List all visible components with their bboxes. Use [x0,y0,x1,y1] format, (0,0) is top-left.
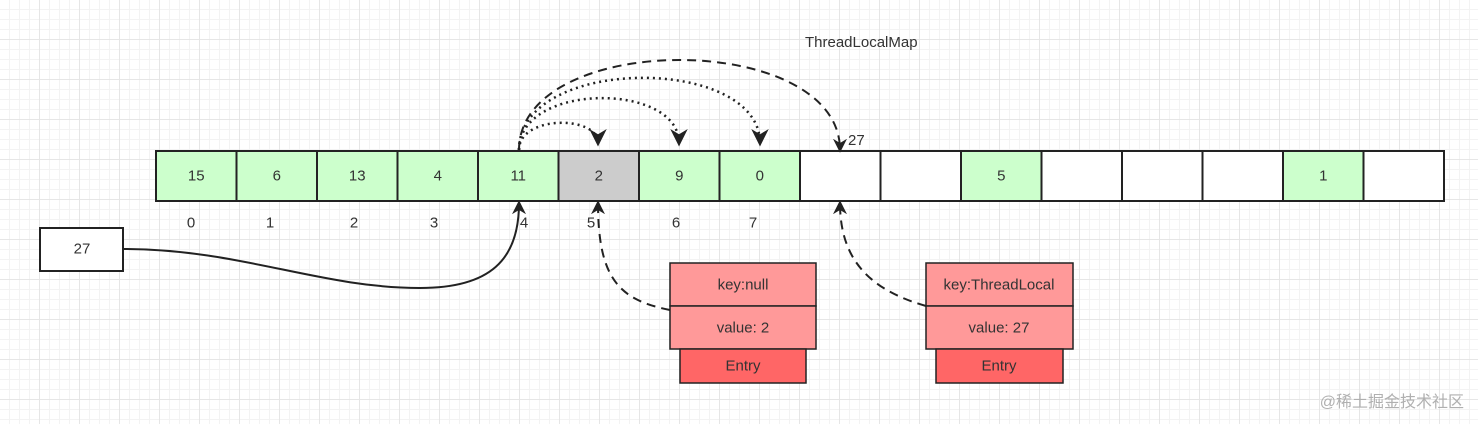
entry-tag [679,348,807,384]
slot-index-5: 5 [587,215,595,232]
entry-key-text: key:null [718,277,769,294]
slot-7-value: 0 [756,168,764,185]
slot-14-value: 1 [1319,168,1327,185]
entry-tag-text: Entry [725,358,761,375]
slot-8 [799,150,882,202]
slot-12 [1121,150,1204,202]
slot-11 [1040,150,1123,202]
slot-14 [1282,150,1365,202]
slot-indices: 0 1 2 3 4 5 6 7 [187,215,757,232]
entry-tag-text: Entry [981,358,1017,375]
hash-table: 15 6 13 4 11 2 9 0 5 1 [155,150,1445,202]
key-box [39,227,124,272]
slot-7 [718,150,801,202]
slot-index-7: 7 [749,215,757,232]
watermark: @稀土掘金技术社区 [1319,394,1464,411]
slot-6-value: 9 [675,168,683,185]
slot-3-value: 4 [434,168,442,185]
probe-arrow-to-slot-5 [517,121,607,151]
slot-6 [638,150,721,202]
hash-arrow-to-slot-4 [122,200,526,290]
probe-arrow-to-empty-slot [518,59,847,153]
slot-0-value: 15 [188,168,205,185]
key-box-label: 27 [74,241,91,258]
entry-value-field [925,305,1074,350]
slot-index-1: 1 [266,215,274,232]
slot-5 [557,150,640,202]
slot-0 [155,150,238,202]
slot-index-4: 4 [520,215,528,232]
probe-arrow-to-slot-6 [517,96,688,151]
entry-key-text: key:ThreadLocal [944,277,1055,294]
slot-index-0: 0 [187,215,195,232]
slot-2-value: 13 [349,168,366,185]
entry-ref-arrow-threadlocal [833,200,927,307]
entry-valid: key:ThreadLocal value: 27 Entry [925,262,1074,384]
slot-index-2: 2 [350,215,358,232]
target-slot-label: 27 [848,132,865,149]
slot-1-value: 6 [273,168,281,185]
entry-stale: key:null value: 2 Entry [669,262,817,384]
slot-15 [1362,150,1445,202]
slot-5-value: 2 [595,168,603,185]
slot-9 [879,150,962,202]
entry-key-field [925,262,1074,307]
entry-value-field [669,305,817,350]
slot-1 [235,150,318,202]
slot-index-6: 6 [672,215,680,232]
diagram-title: ThreadLocalMap [805,34,918,51]
entry-value-text: value: 27 [969,320,1030,337]
probe-arrow-to-slot-7 [517,76,769,151]
entry-value-text: value: 2 [717,320,770,337]
slot-2 [316,150,399,202]
entry-ref-arrow-null [591,200,671,311]
slot-13 [1201,150,1284,202]
slot-10-value: 5 [997,168,1005,185]
entry-tag [935,348,1064,384]
slot-index-3: 3 [430,215,438,232]
slot-4-value: 11 [510,168,526,185]
slot-10 [960,150,1043,202]
